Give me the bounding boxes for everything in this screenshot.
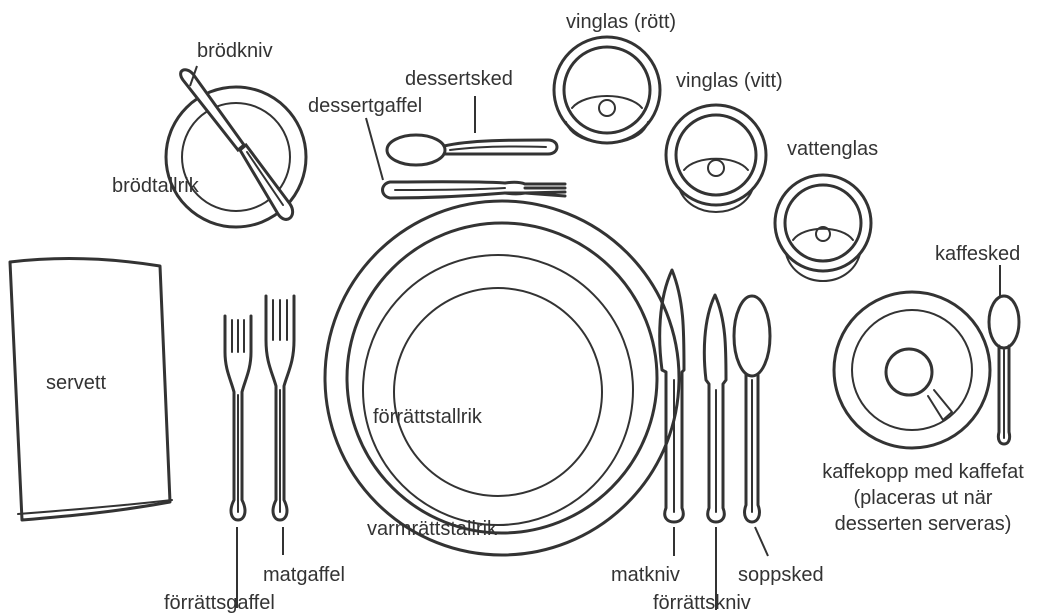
label-kaffekopp-line1: kaffekopp med kaffefat <box>822 461 1024 483</box>
label-forrattskniv: förrättskniv <box>653 592 751 614</box>
starter-plate-icon <box>363 255 633 525</box>
main-fork-icon <box>266 296 294 520</box>
label-vinglas-vitt: vinglas (vitt) <box>676 70 783 92</box>
white-wine-glass-icon <box>666 105 766 212</box>
red-wine-glass-icon <box>554 37 660 143</box>
starter-fork-icon <box>225 316 251 520</box>
water-glass-icon <box>775 175 871 281</box>
label-brodkniv: brödkniv <box>197 40 273 62</box>
label-vinglas-rott: vinglas (rött) <box>566 11 676 33</box>
label-servett: servett <box>46 372 106 394</box>
label-varmrattstallrik: varmrättstallrik <box>367 518 498 540</box>
label-forrattstallrik: förrättstallrik <box>373 406 483 428</box>
coffee-spoon-icon <box>989 296 1019 444</box>
label-kaffesked: kaffesked <box>935 243 1020 265</box>
soup-spoon-icon <box>734 296 770 522</box>
starter-knife-icon <box>704 295 726 522</box>
label-kaffekopp-line2: (placeras ut när <box>854 487 993 509</box>
label-kaffekopp-line3: desserten serveras) <box>835 513 1012 535</box>
label-matkniv: matkniv <box>611 564 680 586</box>
label-dessertgaffel: dessertgaffel <box>308 95 422 117</box>
label-dessertsked: dessertsked <box>405 68 513 90</box>
dessert-fork-icon <box>383 182 566 198</box>
coffee-cup-icon <box>886 349 952 420</box>
dessert-spoon-icon <box>387 135 557 165</box>
label-brodtallrik: brödtallrik <box>112 175 200 197</box>
label-soppsked: soppsked <box>738 564 824 586</box>
label-forrattsgaffel: förrättsgaffel <box>164 592 275 614</box>
coffee-saucer-icon <box>834 292 990 448</box>
label-matgaffel: matgaffel <box>263 564 345 586</box>
label-vattenglas: vattenglas <box>787 138 878 160</box>
